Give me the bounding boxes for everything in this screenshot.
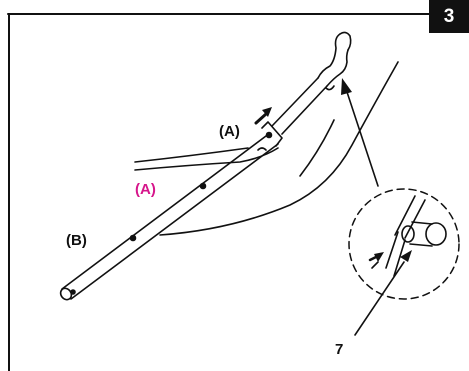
upper-handle-tube bbox=[271, 31, 352, 135]
product-frame-outline bbox=[134, 61, 399, 236]
detail-view bbox=[368, 195, 447, 277]
step-number-badge: 3 bbox=[429, 0, 469, 33]
tube-hole bbox=[199, 182, 207, 190]
label-a-upper: (A) bbox=[219, 123, 240, 140]
detail-pointer-arrow bbox=[341, 78, 379, 187]
tube-hole bbox=[129, 234, 137, 242]
label-a-lower: (A) bbox=[135, 181, 156, 198]
detail-magnifier-circle bbox=[348, 188, 460, 300]
handle-joint bbox=[257, 121, 283, 151]
lower-handle-tube bbox=[59, 132, 279, 301]
label-b: (B) bbox=[66, 232, 87, 249]
part-7-leader bbox=[354, 250, 412, 336]
push-direction-arrow bbox=[254, 107, 272, 125]
part-number-label: 7 bbox=[335, 341, 344, 358]
